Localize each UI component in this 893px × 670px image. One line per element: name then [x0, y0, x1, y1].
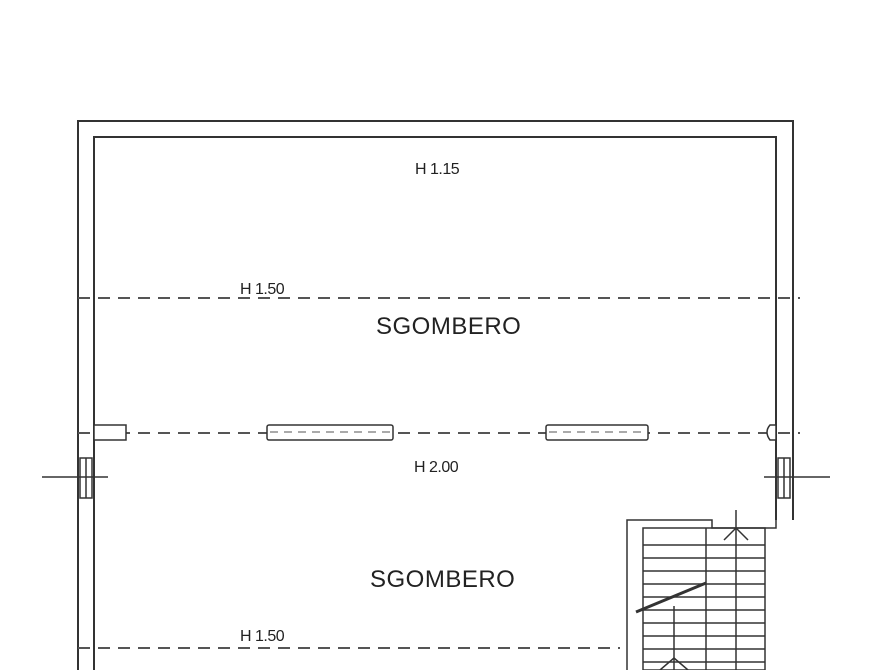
beam-rects	[93, 424, 777, 441]
staircase	[626, 510, 777, 670]
height-label-top: H 1.15	[415, 161, 460, 178]
beam-left-stub	[93, 424, 127, 441]
outer-wall	[77, 120, 794, 670]
dashed-lines	[78, 297, 800, 649]
walls	[77, 120, 794, 670]
room-label-lower: SGOMBERO	[370, 566, 515, 593]
height-label-lower-dashed: H 1.50	[240, 628, 285, 645]
height-label-upper-dashed: H 1.50	[240, 281, 285, 298]
beam-right-stub	[766, 424, 777, 441]
stair-direction-arrow-lower	[659, 657, 689, 670]
room-label-upper: SGOMBERO	[376, 313, 521, 340]
inner-wall-top	[93, 136, 777, 520]
height-label-middle: H 2.00	[414, 459, 459, 476]
stair-direction-arrow-up	[723, 526, 749, 541]
stair-wall	[626, 519, 777, 670]
right-wall-opening	[764, 457, 830, 499]
stair-cut-line	[635, 581, 707, 614]
left-wall-opening	[42, 457, 108, 499]
stair-frame	[642, 527, 766, 670]
